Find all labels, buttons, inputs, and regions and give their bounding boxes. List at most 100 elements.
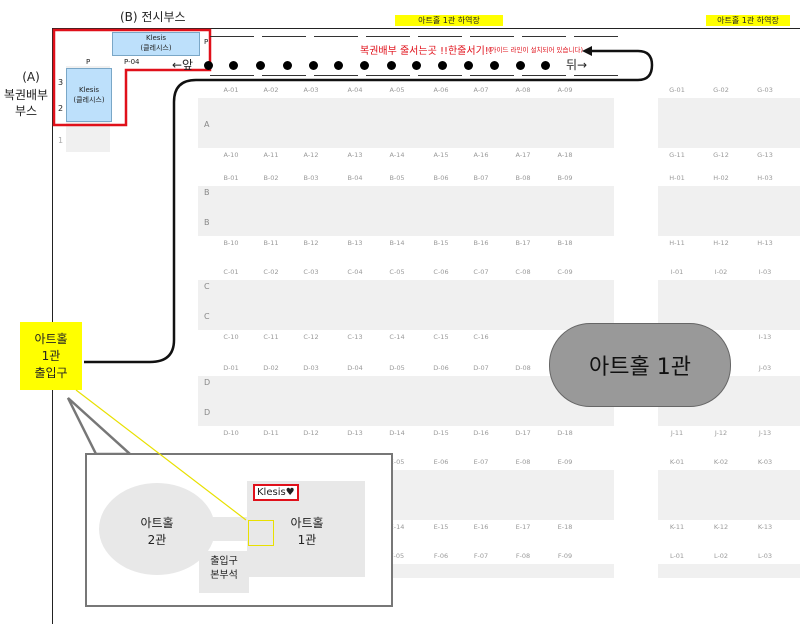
booth-code: D-07 — [473, 364, 489, 372]
queue-guide-line — [366, 75, 410, 76]
booth-code: E-17 — [515, 523, 531, 531]
queue-front-label: ←앞 — [172, 58, 194, 72]
booth-code: A-11 — [263, 151, 279, 159]
booth-code: B-15 — [433, 239, 449, 247]
booth-code: A-06 — [433, 86, 449, 94]
booth-code: E-07 — [473, 458, 489, 466]
queue-position-dot — [412, 61, 421, 70]
row-letter: B — [204, 188, 210, 197]
booth-code: C-05 — [389, 268, 405, 276]
booth-code: E-08 — [515, 458, 531, 466]
booth-code: B-04 — [347, 174, 363, 182]
row-letter: C — [204, 312, 210, 321]
booth-code: C-07 — [473, 268, 489, 276]
row-letter: B — [204, 218, 210, 227]
booth-code: E-14 — [389, 523, 405, 531]
booth-code: B-06 — [433, 174, 449, 182]
booth-code: C-15 — [433, 333, 449, 341]
queue-guide-line — [210, 75, 254, 76]
entrance-label: 아트홀 1관 출입구 — [20, 322, 82, 390]
booth-a-title: (A) — [22, 70, 40, 84]
booth-code: A-16 — [473, 151, 489, 159]
row-letter: D — [204, 378, 211, 387]
queue-guide-line — [470, 75, 514, 76]
booth-code: D-13 — [347, 429, 363, 437]
booth-code: A-04 — [347, 86, 363, 94]
queue-position-dot — [256, 61, 265, 70]
booth-code: D-18 — [557, 429, 573, 437]
booth-code: B-10 — [223, 239, 239, 247]
queue-guide-line — [470, 36, 514, 37]
booth-code: K-02 — [713, 458, 729, 466]
queue-guide-line — [418, 75, 462, 76]
booth-code: B-07 — [473, 174, 489, 182]
booth-code: A-09 — [557, 86, 573, 94]
booth-code: F-05 — [389, 552, 405, 560]
row-side-strip — [198, 280, 214, 330]
booth-code: D-05 — [389, 364, 405, 372]
booth-code: L-02 — [713, 552, 729, 560]
booth-row-block-right — [658, 564, 800, 578]
queue-guide-line — [262, 36, 306, 37]
booth-code: E-09 — [557, 458, 573, 466]
booth-code: B-02 — [263, 174, 279, 182]
booth-code: H-03 — [757, 174, 773, 182]
booth-code: D-08 — [515, 364, 531, 372]
booth-row-block — [214, 376, 614, 426]
booth-code: C-16 — [473, 333, 489, 341]
booth-code: I-01 — [670, 268, 684, 276]
booth-code: H-11 — [669, 239, 685, 247]
booth-code: A-01 — [223, 86, 239, 94]
queue-position-dot — [516, 61, 525, 70]
booth-code: J-13 — [758, 429, 772, 437]
booth-code: I-02 — [714, 268, 728, 276]
loading-dock-label-right: 아트홀 1관 하역장 — [706, 15, 790, 26]
booth-code: E-06 — [433, 458, 449, 466]
booth-code: J-11 — [670, 429, 684, 437]
queue-guide-line — [366, 36, 410, 37]
booth-code: H-01 — [669, 174, 685, 182]
queue-position-dot — [204, 61, 213, 70]
queue-position-dot — [387, 61, 396, 70]
booth-code: B-12 — [303, 239, 319, 247]
inset-entrance-marker — [248, 520, 274, 546]
queue-position-dot — [541, 61, 550, 70]
row-letter: C — [204, 282, 210, 291]
queue-guide-line — [210, 36, 254, 37]
booth-code: B-09 — [557, 174, 573, 182]
booth-code: L-01 — [669, 552, 685, 560]
booth-code: E-16 — [473, 523, 489, 531]
booth-code: B-11 — [263, 239, 279, 247]
queue-guide-line — [574, 75, 618, 76]
booth-code: A-17 — [515, 151, 531, 159]
booth-code: K-13 — [757, 523, 773, 531]
inset-klesis-marker: Klesis♥ — [253, 484, 299, 501]
queue-guide-line — [522, 75, 566, 76]
booth-a-subtitle2: 부스 — [14, 104, 38, 118]
queue-position-dot — [334, 61, 343, 70]
queue-position-dot — [360, 61, 369, 70]
booth-a-subtitle: 복권배부 — [3, 88, 49, 102]
booth-code: D-12 — [303, 429, 319, 437]
booth-code: A-03 — [303, 86, 319, 94]
queue-guide-line — [522, 36, 566, 37]
row-letter: D — [204, 408, 211, 417]
booth-code: G-11 — [669, 151, 685, 159]
booth-code: A-12 — [303, 151, 319, 159]
booth-code: C-13 — [347, 333, 363, 341]
inset-hall-2: 아트홀 2관 — [140, 516, 174, 547]
inset-map-graphic — [99, 481, 365, 593]
booth-code: G-13 — [757, 151, 773, 159]
booth-row-block — [214, 280, 614, 330]
booth-code: D-02 — [263, 364, 279, 372]
booth-code: B-05 — [389, 174, 405, 182]
booth-code: C-12 — [303, 333, 319, 341]
loading-dock-label-left: 아트홀 1관 하역장 — [395, 15, 503, 26]
booth-code: G-01 — [669, 86, 685, 94]
booth-code: B-17 — [515, 239, 531, 247]
booth-code: A-07 — [473, 86, 489, 94]
queue-notice-small: (가이드 라인이 설치되어 있습니다) — [488, 46, 583, 54]
booth-code: C-11 — [263, 333, 279, 341]
booth-code: B-14 — [389, 239, 405, 247]
